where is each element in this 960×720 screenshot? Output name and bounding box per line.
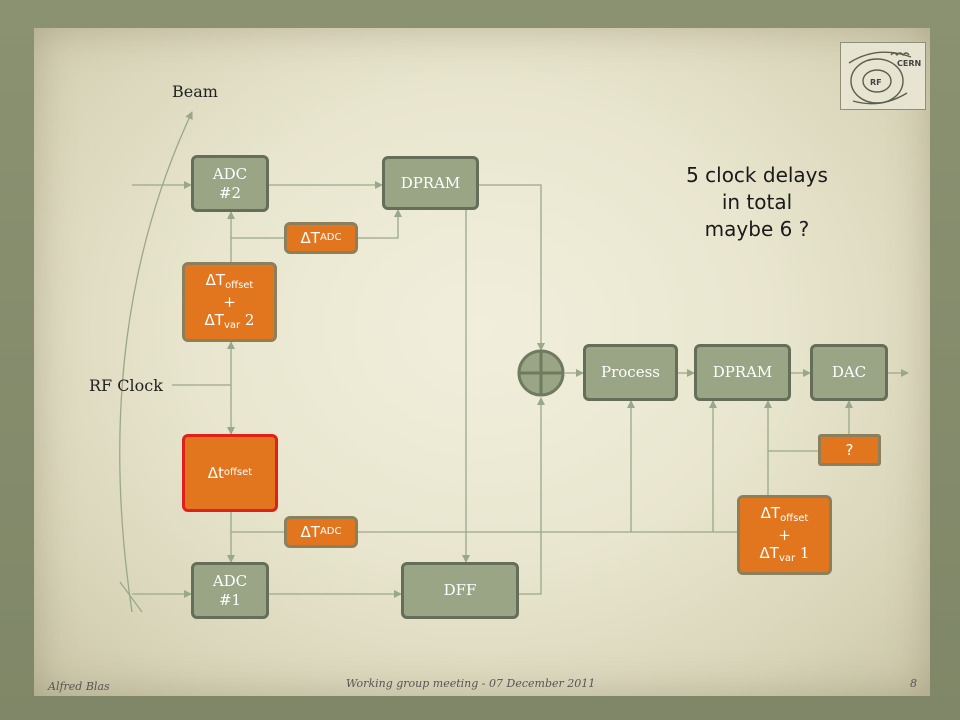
offset-var2-l3-tail: 2 xyxy=(240,311,255,330)
offset-var1-l3-tail: 1 xyxy=(795,544,810,563)
dpram-top-block[interactable]: DPRAM xyxy=(382,156,479,210)
logo-rf-text: RF xyxy=(870,78,882,87)
note-line1: 5 clock delays xyxy=(686,163,828,187)
adc2-block[interactable]: ADC #2 xyxy=(191,155,269,212)
summing-junction xyxy=(517,349,565,397)
process-block[interactable]: Process xyxy=(583,344,678,401)
adc1-block[interactable]: ADC #1 xyxy=(191,562,269,619)
offset-var1-l3-main: ΔT xyxy=(759,544,779,563)
footer-meeting: Working group meeting - 07 December 2011 xyxy=(346,677,596,690)
note-line3: maybe 6 ? xyxy=(704,217,810,241)
logo-cern-text: CERN xyxy=(897,59,921,68)
offset-var2-block[interactable]: ΔToffset + ΔTvar 2 xyxy=(182,262,277,342)
offset-var2-l1-sub: offset xyxy=(225,280,254,292)
offset-var2-line3: ΔTvar 2 xyxy=(205,311,255,333)
note-line2: in total xyxy=(721,190,793,214)
beam-curve xyxy=(119,111,193,613)
offset-var1-plus: + xyxy=(778,525,791,544)
dpram-top-label: DPRAM xyxy=(400,173,461,192)
offset-var1-l1-sub: offset xyxy=(780,513,809,525)
cern-rf-logo: RF CERN xyxy=(840,42,926,110)
dpram-right-block[interactable]: DPRAM xyxy=(694,344,791,401)
rf-clock-label: RF Clock xyxy=(89,376,163,395)
adc1-line1: ADC xyxy=(212,571,248,590)
question-label: ? xyxy=(845,440,854,459)
process-label: Process xyxy=(601,363,660,382)
dac-label: DAC xyxy=(831,363,867,382)
dpram-right-label: DPRAM xyxy=(712,363,773,382)
adc1-line2: #1 xyxy=(218,590,242,609)
dt-adc-bottom-sub: ADC xyxy=(319,525,342,537)
offset-var1-line3: ΔTvar 1 xyxy=(760,544,810,566)
offset-var2-l3-sub: var xyxy=(223,320,241,332)
dff-to-sum-line xyxy=(519,397,545,595)
question-block[interactable]: ? xyxy=(818,434,881,466)
dac-block[interactable]: DAC xyxy=(810,344,888,401)
offset-var1-line1: ΔToffset xyxy=(761,504,809,526)
dff-block[interactable]: DFF xyxy=(401,562,519,619)
dff-label: DFF xyxy=(443,581,477,600)
dt-adc-bottom-main: ΔT xyxy=(300,522,320,541)
dt-adc-top-main: ΔT xyxy=(300,228,320,247)
dpram-to-sum-line xyxy=(479,184,545,351)
adc2-line2: #2 xyxy=(218,183,242,202)
adc1-input-tick xyxy=(119,581,143,613)
offset-var1-block[interactable]: ΔToffset + ΔTvar 1 xyxy=(737,495,832,575)
clock-delay-note: 5 clock delays in total maybe 6 ? xyxy=(662,162,852,243)
dtadc-top-to-dpram xyxy=(358,209,402,239)
beam-label: Beam xyxy=(172,82,218,101)
offset-var1-l1-main: ΔT xyxy=(760,504,781,523)
dt-adc-top-sub: ADC xyxy=(319,231,342,243)
dt-offset-sub: offset xyxy=(223,466,253,478)
footer-author: Alfred Blas xyxy=(48,680,110,693)
offset-var2-plus: + xyxy=(223,292,236,311)
offset-var1-l3-sub: var xyxy=(778,553,796,565)
footer-page-number: 8 xyxy=(910,677,917,690)
offset-var2-line1: ΔToffset xyxy=(206,271,254,293)
offset-var2-l1-main: ΔT xyxy=(205,271,226,290)
dt-offset-main: Δt xyxy=(207,463,224,482)
adc2-line1: ADC xyxy=(212,164,248,183)
cern-rf-logo-icon: RF CERN xyxy=(848,51,921,105)
offset-var2-l3-main: ΔT xyxy=(204,311,224,330)
